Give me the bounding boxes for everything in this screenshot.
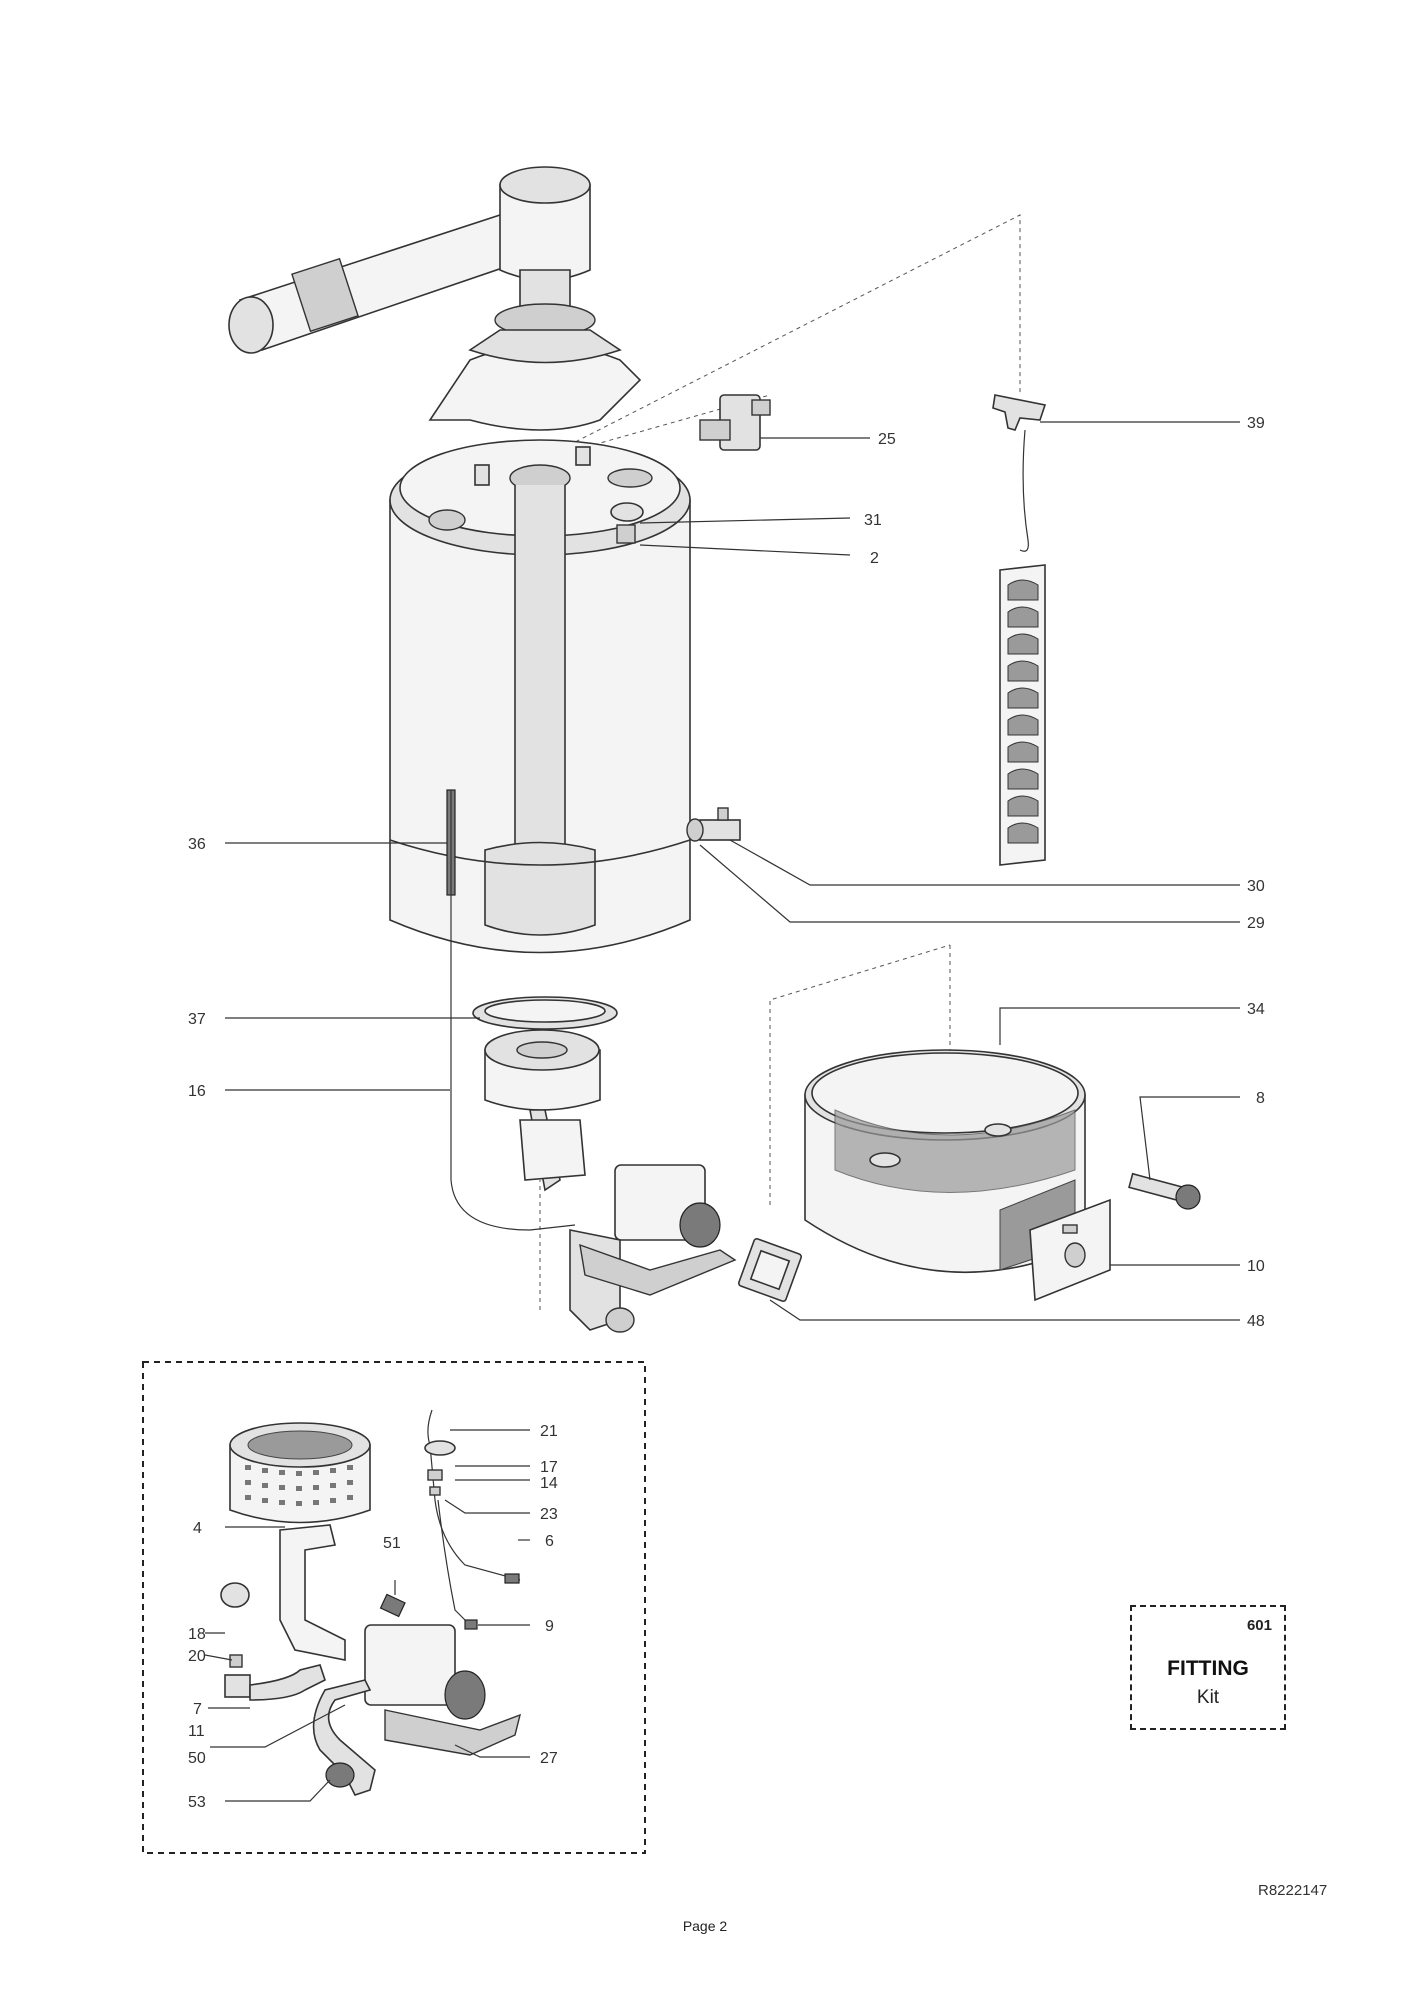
inset-leader-lines	[204, 1429, 530, 1802]
callout-8: 8	[1256, 1090, 1265, 1107]
callout-20: 20	[188, 1648, 206, 1665]
fitting-25	[699, 394, 771, 451]
callout-30: 30	[1247, 878, 1265, 895]
callout-39: 39	[1247, 415, 1265, 432]
baffle-assembly	[992, 394, 1047, 866]
gasket-48	[738, 1238, 802, 1302]
callout-48: 48	[1247, 1313, 1265, 1330]
callout-29: 29	[1247, 915, 1265, 932]
kit-title: FITTING	[1167, 1657, 1249, 1680]
kit-subtitle: Kit	[1196, 1687, 1220, 1708]
callout-14: 14	[540, 1475, 558, 1492]
kit-label-box: 601 FITTING Kit	[1130, 1605, 1286, 1730]
plug-31	[610, 502, 644, 522]
callout-27: 27	[540, 1750, 558, 1767]
callout-6: 6	[545, 1533, 554, 1550]
sight-glass-8	[1128, 1172, 1201, 1210]
callout-7: 7	[193, 1701, 202, 1718]
alignment-line	[539, 214, 1021, 461]
valve-30	[686, 807, 741, 842]
callout-17: 17	[540, 1459, 558, 1476]
burner-valve-assembly	[450, 1000, 737, 1333]
callout-10: 10	[1247, 1258, 1265, 1275]
callout-18: 18	[188, 1626, 206, 1643]
page-number: Page 2	[682, 1918, 728, 1934]
drawing-reference: R8222147	[1258, 1882, 1328, 1899]
callout-11: 11	[188, 1723, 205, 1740]
callout-23: 23	[540, 1506, 558, 1523]
callout-53: 53	[188, 1794, 206, 1811]
callout-31: 31	[864, 512, 882, 529]
alignment-line	[539, 944, 951, 1310]
inset-detail-frame	[142, 1361, 646, 1854]
callout-36: 36	[188, 836, 206, 853]
callout-34: 34	[1247, 1001, 1265, 1018]
callout-51: 51	[383, 1535, 401, 1552]
callout-9: 9	[545, 1618, 554, 1635]
kit-number: 601	[1246, 1617, 1272, 1634]
flue-assembly	[228, 166, 642, 431]
callout-16: 16	[188, 1083, 206, 1100]
bushing-2	[616, 524, 636, 544]
inset-parts	[220, 1409, 522, 1796]
callout-50: 50	[188, 1750, 206, 1767]
skirt-34	[804, 1049, 1111, 1302]
callout-4: 4	[193, 1520, 202, 1537]
callout-21: 21	[540, 1423, 558, 1440]
leader-lines	[225, 421, 1240, 1321]
callout-25: 25	[878, 431, 896, 448]
callout-2: 2	[870, 550, 879, 567]
callout-37: 37	[188, 1011, 206, 1028]
tank	[389, 439, 691, 1000]
